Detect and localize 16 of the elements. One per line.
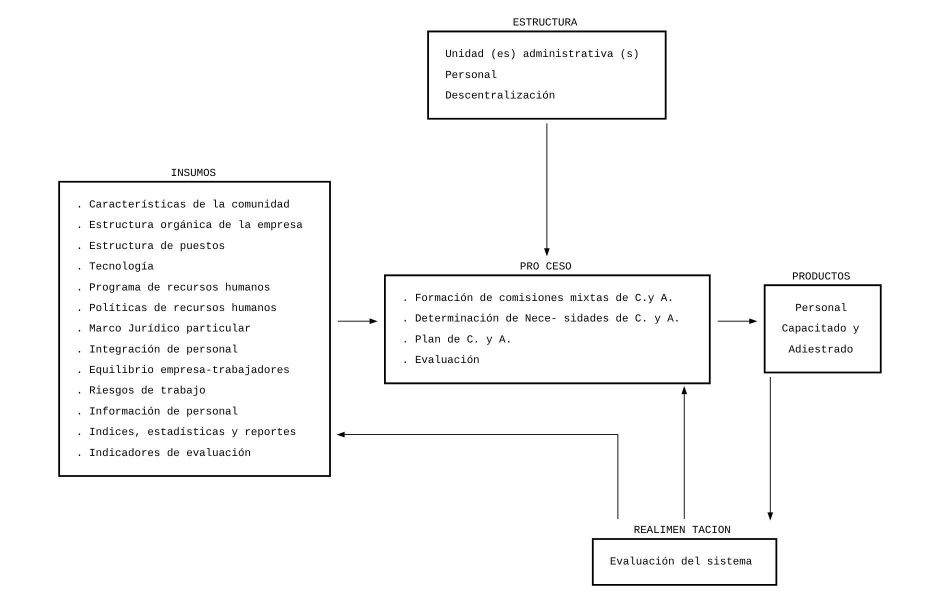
node-box: Unidad (es) administrativa (s) Personal Descentralización (426, 30, 666, 120)
node-label: PRODUCTOS (792, 271, 850, 284)
node-label: REALIMEN TACION (633, 525, 730, 538)
arrow (680, 386, 687, 520)
node-label: INSUMOS (170, 168, 216, 180)
node-label: ESTRUCTURA (512, 18, 577, 30)
node-box: . Características de la comunidad . Estructura orgánica de la empresa . Estructura de puestos . Tecnología . Programa de recursos humanos . Políticas de recursos humanos . Marco Jurídico particular . Integración de personal . Equilibrio empresa-trabajadores . Riesgos de trabajo . Información de personal . Indices, estadísticas y reportes . Indicadores de evaluación (58, 180, 330, 477)
arrow (544, 122, 550, 256)
node-box: Personal Capacitado y Adiestrado (763, 284, 882, 374)
node-box: Evaluación del sistema (591, 538, 777, 586)
node-label: PRO CESO (519, 262, 572, 274)
arrow (336, 318, 378, 324)
node-box: . Formación de comisiones mixtas de C.y A. . Determinación de Nece- sidades de C. y A. . Plan de C. y A. . Evaluación (384, 274, 710, 384)
arrow (766, 376, 773, 521)
arrow (336, 432, 618, 520)
arrow (716, 318, 757, 324)
